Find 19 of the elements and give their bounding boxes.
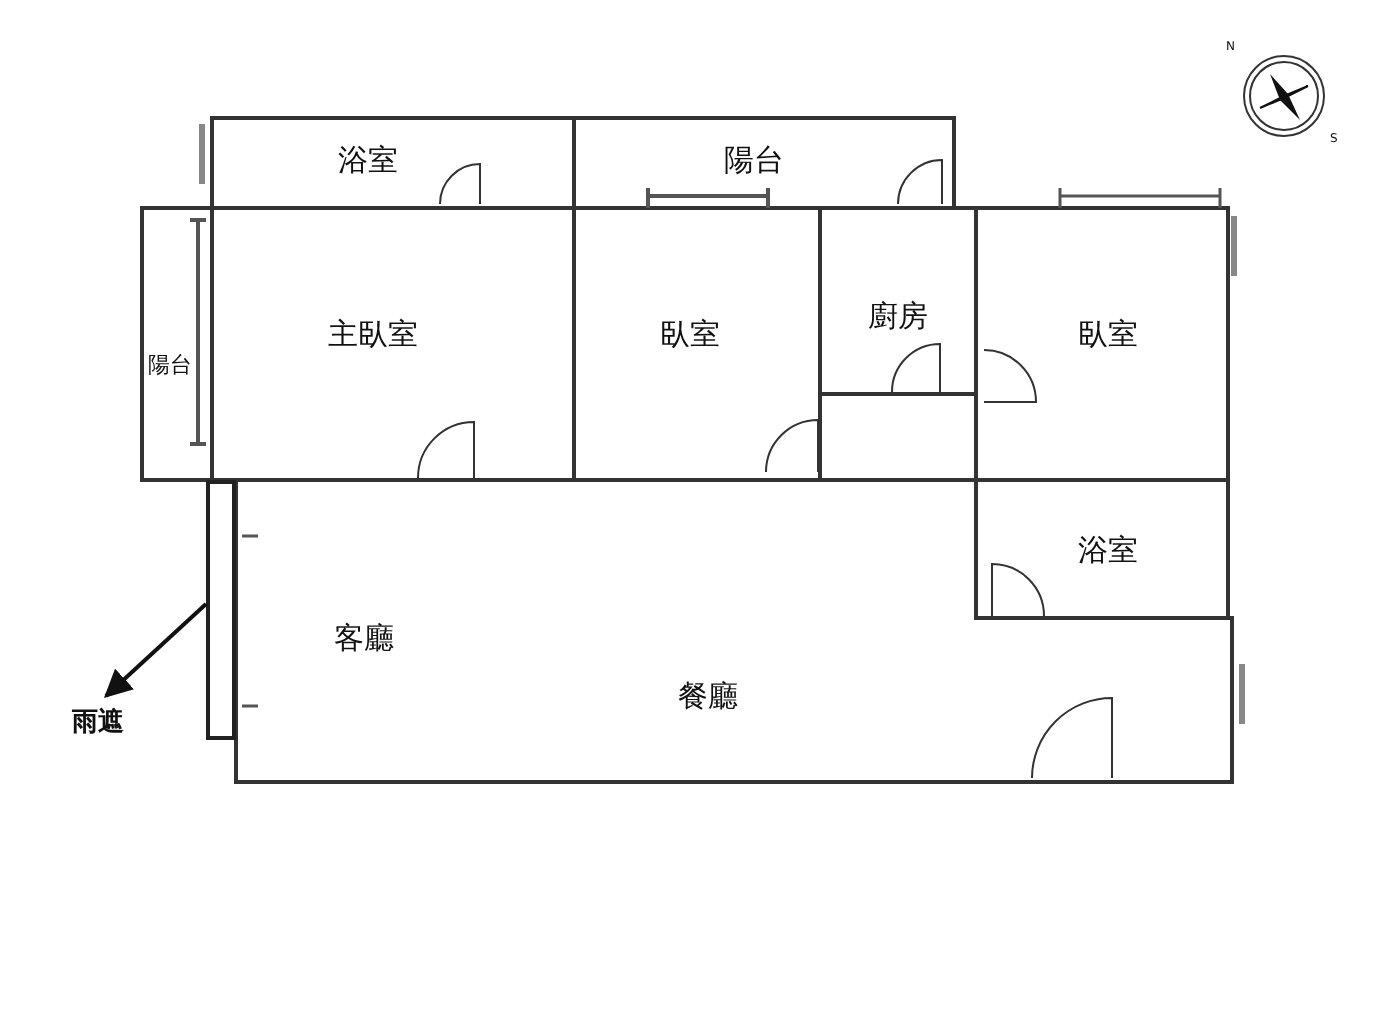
room-label: 浴室	[338, 142, 398, 180]
leader-line	[103, 602, 208, 698]
balcony-outline	[572, 116, 956, 210]
room-outline	[210, 116, 576, 210]
room-label: 主臥室	[328, 316, 418, 354]
room-outline	[974, 206, 1230, 482]
room-outline	[974, 478, 1230, 620]
room-label: 餐廳	[678, 678, 738, 716]
room-label: 陽台	[724, 142, 784, 180]
canopy-bar	[206, 480, 236, 740]
room-label: 客廳	[334, 620, 394, 658]
room-label: 廚房	[868, 298, 928, 336]
room-label: 臥室	[660, 316, 720, 354]
room-label: 臥室	[1078, 316, 1138, 354]
room-label: 浴室	[1078, 532, 1138, 570]
room-label: 陽台	[148, 350, 192, 380]
balcony-outline	[140, 206, 214, 482]
callout-text: 雨遮	[72, 705, 124, 740]
room-outline	[818, 206, 978, 396]
